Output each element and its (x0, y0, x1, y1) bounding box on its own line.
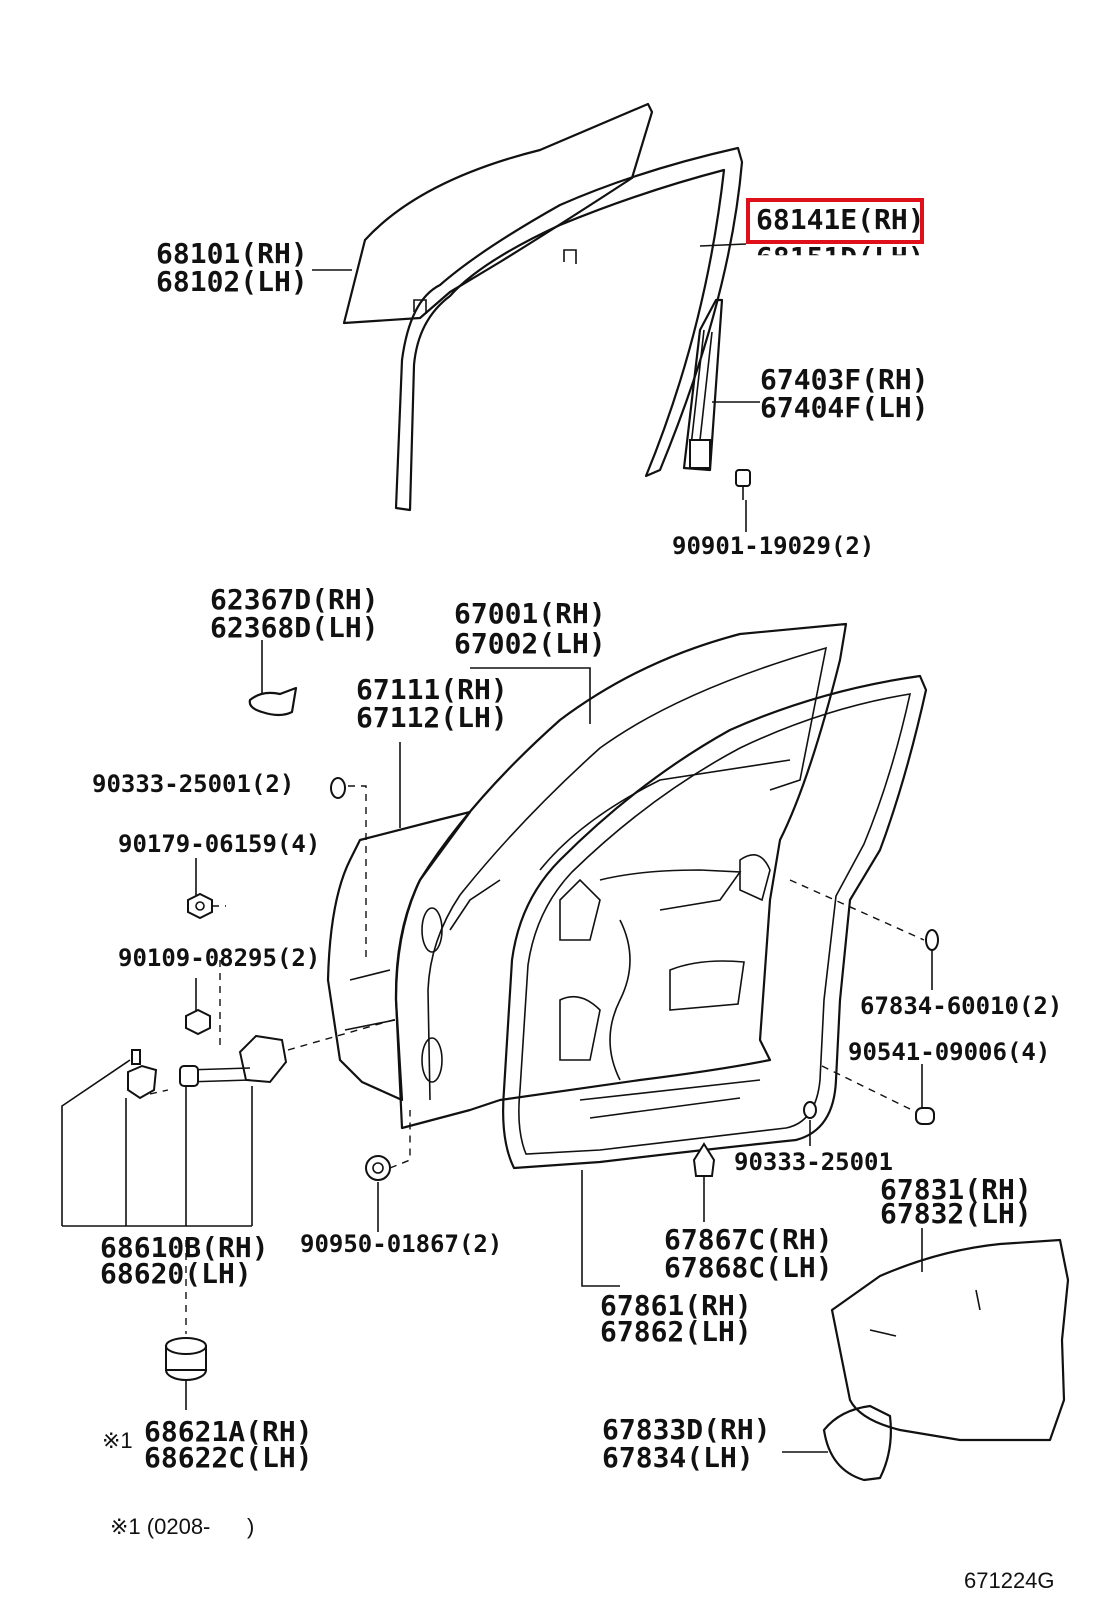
label-hinge-lh[interactable]: 68620(LH) (100, 1257, 252, 1290)
run-channel[interactable] (682, 298, 724, 472)
label-plug-90333-2[interactable]: 90333-25001(2) (92, 770, 295, 798)
label-cover-lh[interactable]: 62368D(LH) (210, 611, 379, 644)
footnote: ※1 (0208- ) (110, 1514, 255, 1539)
label-plug-90333[interactable]: 90333-25001 (734, 1148, 893, 1176)
label-panel-lh[interactable]: 67002(LH) (454, 627, 606, 660)
label-hinge-rh[interactable]: 68610B(RH) (100, 1231, 269, 1264)
label-seal-lh[interactable]: 67834(LH) (602, 1441, 754, 1474)
label-clip-90541[interactable]: 90541-09006(4) (848, 1038, 1051, 1066)
label-bolt-90901[interactable]: 90901-19029(2) (672, 532, 875, 560)
plug-90333-icon[interactable] (330, 777, 346, 799)
label-panel-rh[interactable]: 67001(RH) (454, 597, 606, 630)
window-regulator[interactable] (559, 854, 771, 1119)
label-check-rh[interactable]: 68621A(RH) (144, 1415, 313, 1448)
label-clip-lh[interactable]: 67868C(LH) (664, 1251, 833, 1284)
label-trim-rh[interactable]: 67111(RH) (356, 673, 508, 706)
label-glass-rh[interactable]: 68101(RH) (156, 237, 308, 270)
label-glass-lh[interactable]: 68102(LH) (156, 265, 308, 298)
label-run-lh[interactable]: 68151D(LH) (756, 241, 925, 274)
door-check[interactable] (165, 1337, 207, 1381)
label-bolt-90109[interactable]: 90109-08295(2) (118, 944, 321, 972)
plug-67834-icon[interactable] (925, 929, 939, 951)
label-note-marker: ※1 (102, 1428, 133, 1453)
door-hinge[interactable] (127, 1034, 288, 1100)
label-weather-rh[interactable]: 67861(RH) (600, 1289, 752, 1322)
door-weatherstrip[interactable] (502, 674, 928, 1170)
bolt-90179-icon[interactable] (187, 892, 213, 920)
plug-90333-single-icon[interactable] (803, 1101, 817, 1119)
label-trim-lh[interactable]: 67112(LH) (356, 701, 508, 734)
bolt-90109-icon[interactable] (185, 1008, 211, 1036)
label-clip-rh[interactable]: 67867C(RH) (664, 1223, 833, 1256)
bolt-90901-icon[interactable] (735, 469, 751, 500)
clip-67867c-icon[interactable] (692, 1142, 716, 1196)
service-hole-cover[interactable] (830, 1238, 1070, 1442)
glass-run[interactable] (394, 146, 744, 512)
seal-67833d[interactable] (822, 1404, 892, 1482)
label-bolt-90179[interactable]: 90179-06159(4) (118, 830, 321, 858)
cushion-90950-icon[interactable] (365, 1155, 391, 1181)
label-sheet-lh[interactable]: 67832(LH) (880, 1197, 1032, 1230)
label-cover-rh[interactable]: 62367D(RH) (210, 583, 379, 616)
label-run-rh[interactable]: 68141E(RH) (756, 203, 925, 236)
label-check-lh[interactable]: 68622C(LH) (144, 1441, 313, 1474)
label-weather-lh[interactable]: 67862(LH) (600, 1315, 752, 1348)
label-seal-rh[interactable]: 67833D(RH) (602, 1413, 771, 1446)
door-glass[interactable] (342, 102, 654, 325)
label-channel-lh[interactable]: 67404F(LH) (760, 391, 929, 424)
label-cushion-90950[interactable]: 90950-01867(2) (300, 1230, 503, 1258)
highlight-box (746, 198, 924, 244)
door-cover-clip[interactable] (248, 686, 298, 717)
label-channel-rh[interactable]: 67403F(RH) (760, 363, 929, 396)
figure-id: 671224G (964, 1568, 1055, 1593)
clip-90541-icon[interactable] (915, 1107, 935, 1125)
door-trim[interactable] (326, 810, 472, 1102)
label-sheet-rh[interactable]: 67831(RH) (880, 1173, 1032, 1206)
label-plug-67834[interactable]: 67834-60010(2) (860, 992, 1063, 1020)
